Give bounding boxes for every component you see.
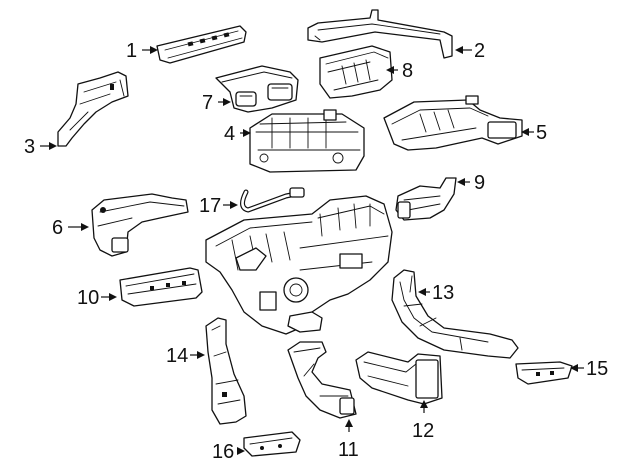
callout-5: 5 <box>521 122 547 144</box>
part-6-duct <box>91 193 189 257</box>
part-8-duct <box>319 45 393 99</box>
callout-17-label: 17 <box>199 195 221 217</box>
callout-10-label: 10 <box>77 287 99 309</box>
part-2-duct <box>307 9 453 59</box>
callout-15-label: 15 <box>586 358 608 380</box>
callout-10: 10 <box>77 287 117 309</box>
part-13-duct <box>391 269 519 359</box>
callout-4: 4 <box>224 123 251 145</box>
part-16-bracket <box>243 431 301 457</box>
callout-12: 12 <box>412 400 434 442</box>
part-15-bracket <box>515 361 573 385</box>
callout-13-label: 13 <box>432 282 454 304</box>
part-10-grille <box>119 267 203 307</box>
callout-3: 3 <box>24 136 57 158</box>
callout-14: 14 <box>166 345 205 367</box>
part-12-duct <box>355 351 443 405</box>
callout-6: 6 <box>52 217 89 239</box>
callout-9-label: 9 <box>474 172 485 194</box>
callout-13: 13 <box>418 282 454 304</box>
callout-17: 17 <box>199 195 238 217</box>
part-3-duct <box>57 71 129 147</box>
callout-9: 9 <box>457 172 485 194</box>
callout-11-label: 11 <box>338 439 359 461</box>
callout-8-label: 8 <box>402 60 413 82</box>
part-9-duct <box>395 177 457 221</box>
part-5-duct <box>383 95 523 151</box>
hvac-main-unit <box>205 195 393 335</box>
callout-12-label: 12 <box>412 420 434 442</box>
callout-4-label: 4 <box>224 123 235 145</box>
callout-6-label: 6 <box>52 217 63 239</box>
callout-16-label: 16 <box>212 441 234 463</box>
callout-7: 7 <box>202 92 231 114</box>
part-14-duct <box>205 317 247 425</box>
callout-2: 2 <box>455 40 485 62</box>
callout-8: 8 <box>386 60 413 82</box>
part-4-case <box>249 109 365 173</box>
callout-7-label: 7 <box>202 92 213 114</box>
callout-16: 16 <box>212 441 245 463</box>
part-7-vent <box>215 65 299 113</box>
callout-5-label: 5 <box>536 122 547 144</box>
part-11-duct <box>287 341 357 419</box>
part-1-duct <box>156 25 247 64</box>
callout-14-label: 14 <box>166 345 188 367</box>
callout-3-label: 3 <box>24 136 35 158</box>
callout-11: 11 <box>338 419 359 461</box>
callout-1: 1 <box>126 40 158 62</box>
callout-1-label: 1 <box>126 40 137 62</box>
callout-15: 15 <box>570 358 608 380</box>
callout-2-label: 2 <box>474 40 485 62</box>
part-17-hose <box>240 187 305 213</box>
